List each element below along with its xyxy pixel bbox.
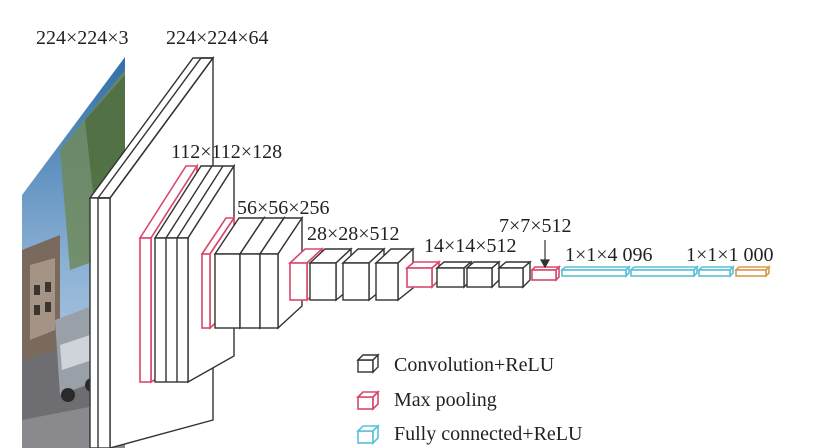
dimension-labels: 224×224×3 224×224×64 112×112×128 56×56×2… bbox=[36, 27, 774, 266]
label-conv3: 56×56×256 bbox=[237, 197, 330, 219]
legend-item-pool: Max pooling bbox=[356, 389, 497, 411]
legend-item-fc: Fully connected+ReLU bbox=[356, 423, 583, 445]
pool-cube-icon bbox=[356, 390, 380, 411]
pool-5-arrow bbox=[539, 240, 551, 269]
legend-item-conv: Convolution+ReLU bbox=[356, 353, 555, 376]
fc-layers bbox=[560, 265, 735, 278]
fc-cube-icon bbox=[356, 424, 380, 445]
label-input: 224×224×3 bbox=[36, 27, 129, 49]
label-conv2: 112×112×128 bbox=[171, 141, 282, 163]
conv-cube-icon bbox=[356, 353, 380, 374]
label-conv5: 14×14×512 bbox=[424, 235, 517, 257]
label-pool5: 7×7×512 bbox=[499, 215, 572, 237]
conv-block-4 bbox=[308, 247, 415, 302]
conv-block-3 bbox=[213, 215, 304, 330]
label-conv4: 28×28×512 bbox=[307, 223, 400, 245]
legend: Convolution+ReLU Max pooling Fully conne… bbox=[356, 353, 583, 445]
label-output: 1×1×1 000 bbox=[686, 244, 774, 266]
pool-4 bbox=[404, 260, 442, 289]
label-conv1: 224×224×64 bbox=[166, 27, 269, 49]
label-fc: 1×1×4 096 bbox=[565, 244, 653, 266]
legend-label-pool: Max pooling bbox=[394, 389, 497, 411]
legend-label-conv: Convolution+ReLU bbox=[394, 354, 555, 376]
legend-label-fc: Fully connected+ReLU bbox=[394, 423, 583, 445]
softmax-layer bbox=[734, 265, 771, 278]
conv-block-5 bbox=[435, 260, 532, 289]
pool-5 bbox=[530, 265, 561, 282]
